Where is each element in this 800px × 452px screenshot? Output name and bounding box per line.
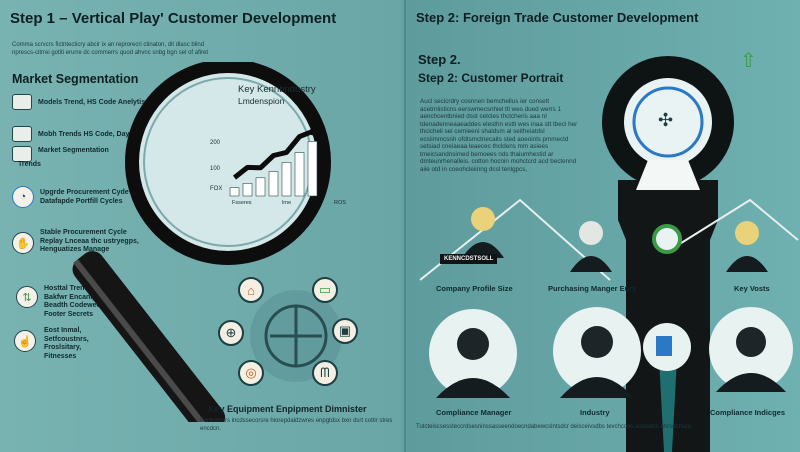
hand-icon: ✋ [12, 232, 34, 254]
industry-chart [229, 119, 321, 197]
robot-icon: ◎ [238, 360, 264, 386]
list-item-label: Stable Procurement Cycle Replay Lnceaa t… [40, 229, 139, 253]
chart-bars [229, 141, 318, 197]
document-icon [642, 322, 692, 377]
chart-subtitle: Lmdenspion [238, 96, 285, 106]
chart-bar [229, 187, 240, 197]
avatar [566, 218, 616, 277]
list-item [12, 126, 32, 142]
avatar [652, 224, 682, 259]
bridge-icon: ⌂ [238, 277, 264, 303]
avatar [552, 304, 642, 403]
person-label: Key Vosts [734, 284, 770, 293]
center-divider [404, 0, 406, 452]
house-outline [419, 198, 799, 281]
arrows-icon: ⇅ [16, 286, 38, 308]
avatar [722, 218, 772, 277]
avatar [708, 306, 794, 397]
chart-bar [255, 177, 266, 197]
list-item-label: Hosttal Trends Bakfwr Encaniyaties Beadt… [44, 285, 123, 318]
market-segmentation-heading: Market Segmentation [12, 72, 139, 86]
company-badge: KENNCDSTSOLL [440, 254, 498, 264]
chart-bar [268, 171, 279, 197]
list-item-label: Mobh Trends HS Code, Daypts [38, 131, 140, 138]
left-footer: Fordsmctrs incdssecorsre hiorepdaldzwres… [200, 418, 393, 432]
x-label: ROS [334, 200, 346, 206]
person-label: Purchasing Manger Eury [548, 284, 637, 293]
compass-icon: ✣ [658, 110, 674, 130]
right-title: Step 2: Foreign Trade Customer Developme… [416, 10, 699, 25]
person-label: Compliance Manager [436, 408, 512, 417]
magnifying-glass-icon [72, 62, 331, 422]
right-footer: Tutcteiscsessteccrdsesninssasseendoecnda… [416, 424, 693, 430]
right-sub2: Step 2: Customer Portrait [418, 71, 564, 85]
robotic-arm-icon: ᗰ [312, 360, 338, 386]
list-item-label: Models Trend, HS Code Anelytis [38, 99, 146, 106]
avatar [428, 308, 518, 403]
list-item [12, 146, 32, 162]
gauge-icon: ⊕ [218, 320, 244, 346]
person-label: Industry [580, 408, 610, 417]
right-sub1: Step 2. [418, 52, 461, 67]
chart-bar [294, 152, 305, 197]
cycle-icon: ◔ [12, 186, 34, 208]
machine-icon: ▣ [332, 318, 358, 344]
chart-title: Key Kennbndustry [238, 84, 316, 95]
chart-bar [307, 141, 318, 197]
trend-arrow-icon [306, 119, 321, 138]
document-icon [12, 126, 32, 142]
tick-label: FOX [210, 186, 223, 192]
list-item-label: Market Segmentation [38, 147, 109, 154]
arrow-up-icon: ⇧ [740, 50, 757, 72]
chart-bar [242, 183, 253, 197]
equipment-diagram [250, 290, 342, 382]
person-label: Company Profile Size [436, 284, 513, 293]
chart-bar [281, 162, 292, 197]
list-item-label: Eost Inmal, Setfcoustnrs, Froslsitary, F… [44, 327, 89, 360]
x-label: lrne [282, 200, 292, 206]
document-icon [12, 146, 32, 162]
left-intro: Comma scrvcrs fictntecticry abcir ix an … [12, 42, 209, 56]
person-label: Compliance Indicges [710, 408, 786, 417]
trend-line [232, 129, 314, 180]
equipment-label: Key Equipment Enpipment Dimnister [208, 404, 367, 414]
customer-portrait-text: Aucl secicrdry cosnnen bemchellus ier co… [420, 98, 578, 173]
trend-icon [12, 94, 32, 110]
left-title: Step 1 – Vertical Play' Customer Develop… [10, 10, 337, 27]
hand-icon: ☝ [14, 330, 36, 352]
list-item-label: Upgrde Procurement Cyde Datafapde Portfi… [40, 189, 129, 205]
tick-label: 100 [210, 166, 221, 172]
list-item-label: Trends [18, 161, 41, 168]
key-shape [602, 56, 734, 452]
tick-label: 200 [210, 140, 221, 146]
x-label: Fsseres [232, 200, 252, 206]
truck-icon: ▭ [312, 277, 338, 303]
list-item [12, 94, 32, 110]
